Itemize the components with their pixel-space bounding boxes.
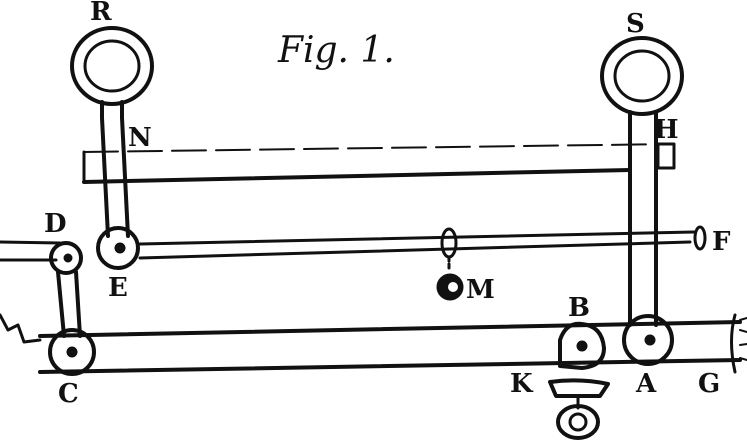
upper-bar-nh [82, 142, 676, 184]
figure-title: Fig. 1. [277, 30, 395, 71]
lever-rne [70, 26, 154, 270]
label-h: H [654, 115, 679, 145]
label-d: D [44, 209, 67, 239]
label-r: R [90, 0, 112, 27]
label-m: M [466, 275, 495, 305]
label-n: N [128, 123, 152, 153]
weight-m [436, 227, 464, 301]
label-f: F [712, 227, 731, 257]
label-a: A [635, 369, 657, 399]
label-e: E [108, 273, 128, 303]
lever-sha [600, 36, 684, 366]
middle-rod-def [0, 225, 707, 262]
lower-base-bar [0, 313, 747, 374]
label-c: C [58, 379, 79, 409]
hook-bk [548, 321, 610, 440]
link-dc [48, 241, 96, 376]
label-k: K [510, 369, 534, 399]
label-s: S [626, 9, 645, 39]
label-b: B [568, 293, 590, 323]
label-g: G [698, 369, 720, 399]
